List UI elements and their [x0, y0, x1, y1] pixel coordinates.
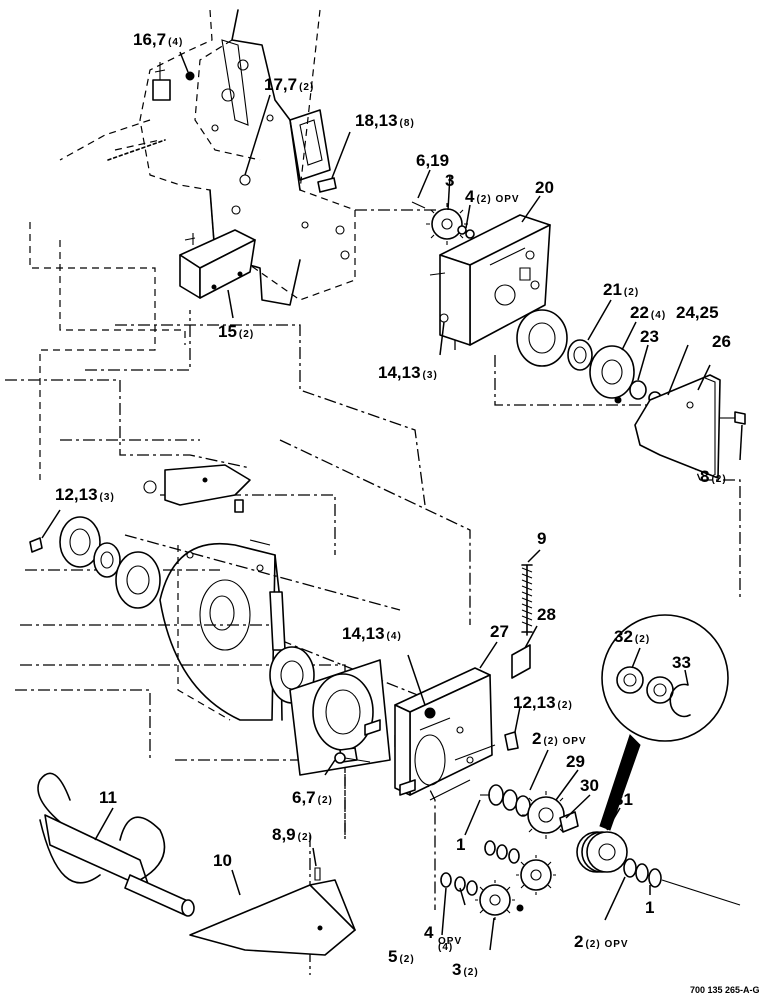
- callout-14-13-upper: 14,13(3): [378, 363, 438, 382]
- flange-12-bearing: [29, 464, 251, 609]
- callout-33: 33: [672, 653, 691, 672]
- callout-11: 11: [99, 788, 117, 807]
- callout-8-9: 8,9(2): [272, 825, 313, 844]
- sprocket-3-upper: [411, 201, 475, 245]
- callout-17-7: 17,7(2): [264, 75, 314, 94]
- callout-opv-label: OPV: [438, 936, 462, 947]
- plate-with-hole: [289, 659, 391, 776]
- callout-2-opv-lower: 2(2) OPV: [574, 932, 629, 951]
- bolt-12-right: [504, 731, 519, 751]
- callout-3-upper: 3: [445, 171, 454, 190]
- callout-4-qty4: 4(4): [424, 923, 453, 953]
- bracket-20: [429, 214, 551, 346]
- bolt-6-7: [334, 752, 371, 764]
- callout-15: 15(2): [218, 322, 254, 341]
- callout-24-25: 24,25: [676, 303, 719, 322]
- callout-2-opv-upper: 2(2) OPV: [532, 729, 587, 748]
- callout-21: 21(2): [603, 280, 639, 299]
- callout-6-7: 6,7(2): [292, 788, 333, 807]
- detail-circle: [599, 614, 729, 831]
- gearbox-housing: [159, 539, 315, 721]
- shield-26: [634, 374, 746, 479]
- callout-23: 23: [640, 327, 659, 346]
- callout-8: 8(2): [700, 467, 727, 486]
- callout-10: 10: [213, 851, 232, 870]
- callout-5: 5(2): [388, 947, 415, 966]
- leaders: [41, 51, 743, 951]
- callout-22: 22(4): [630, 303, 666, 322]
- callout-4-opv: 4(2) OPV: [465, 187, 520, 206]
- callout-9: 9: [537, 529, 546, 548]
- callout-14-13-mid: 14,13(4): [342, 624, 402, 643]
- bracket-27: [364, 667, 496, 801]
- callout-20: 20: [535, 178, 554, 197]
- callout-30: 30: [580, 776, 599, 795]
- callout-32: 32(2): [614, 627, 650, 646]
- shield-10: [189, 867, 356, 956]
- callout-1-lower: 1: [645, 898, 654, 917]
- callout-16-7: 16,7(4): [133, 30, 183, 49]
- callout-26: 26: [712, 332, 731, 351]
- sprocket-stack-lower: [480, 784, 741, 906]
- callout-27: 27: [490, 622, 509, 641]
- callout-labels: 16,7(4) 17,7(2) 18,13(8) 6,19 3 4(2) OPV…: [55, 30, 760, 995]
- callout-28: 28: [537, 605, 556, 624]
- callout-29: 29: [566, 752, 585, 771]
- callout-3-lower: 3(2): [452, 960, 479, 979]
- callout-31: 31: [614, 790, 633, 809]
- callout-6-19: 6,19: [416, 151, 449, 170]
- sprocket-stack-lower-left: [440, 840, 556, 920]
- drawing-code: 700 135 265-A-G: [690, 985, 760, 995]
- spring-9: [511, 564, 533, 679]
- callout-1-upper: 1: [456, 835, 465, 854]
- callout-18-13: 18,13(8): [355, 111, 415, 130]
- callout-12-13-right: 12,13(2): [513, 693, 573, 712]
- callout-12-13-left: 12,13(3): [55, 485, 115, 504]
- auger-11: [37, 772, 195, 917]
- bearing-flange-21-upper: [516, 309, 673, 409]
- bracket-15: [179, 229, 256, 299]
